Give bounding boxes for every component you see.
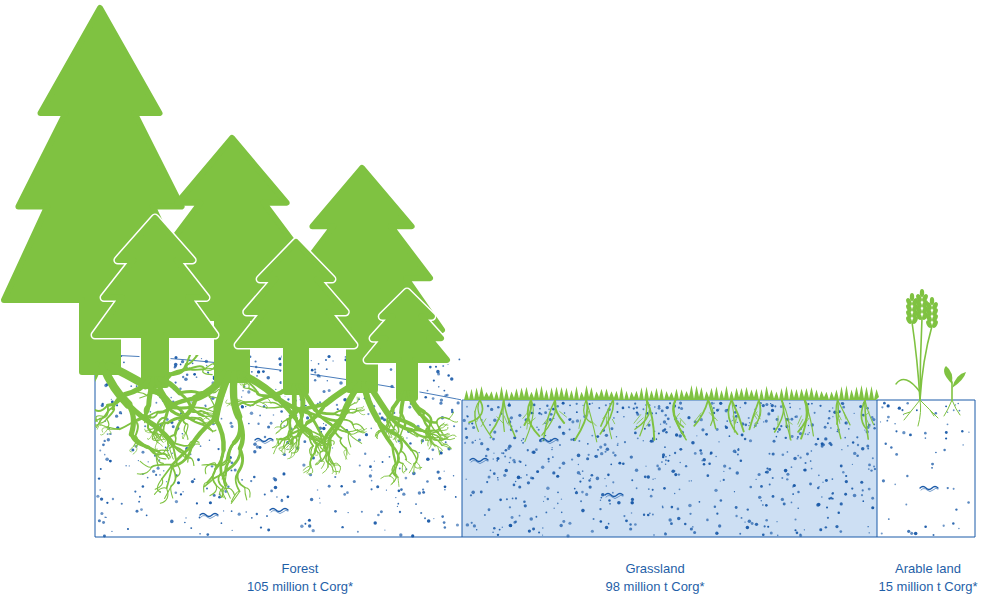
carbon-stock: 15 million t Corg* — [875, 578, 982, 596]
trees — [4, 8, 447, 398]
area-caption: Arable land15 million t Corg* — [875, 560, 982, 596]
area-caption: Forest105 million t Corg* — [243, 560, 358, 596]
worms — [200, 439, 938, 519]
tree-roots — [0, 331, 458, 503]
carbon-stock: 105 million t Corg* — [243, 578, 358, 596]
arable-soil — [877, 400, 975, 537]
area-name: Grassland — [602, 560, 709, 578]
crop-roots — [904, 400, 960, 426]
grass-roots — [469, 400, 873, 442]
area-caption: Grassland98 million t Corg* — [602, 560, 709, 596]
soil-dots — [96, 355, 970, 538]
carbon-stock: 98 million t Corg* — [602, 578, 709, 596]
grassland-soil — [462, 400, 877, 537]
area-name: Forest — [243, 560, 358, 578]
grass — [464, 385, 879, 400]
soil-outline — [95, 355, 975, 537]
area-name: Arable land — [875, 560, 982, 578]
crop-plants — [896, 289, 966, 400]
